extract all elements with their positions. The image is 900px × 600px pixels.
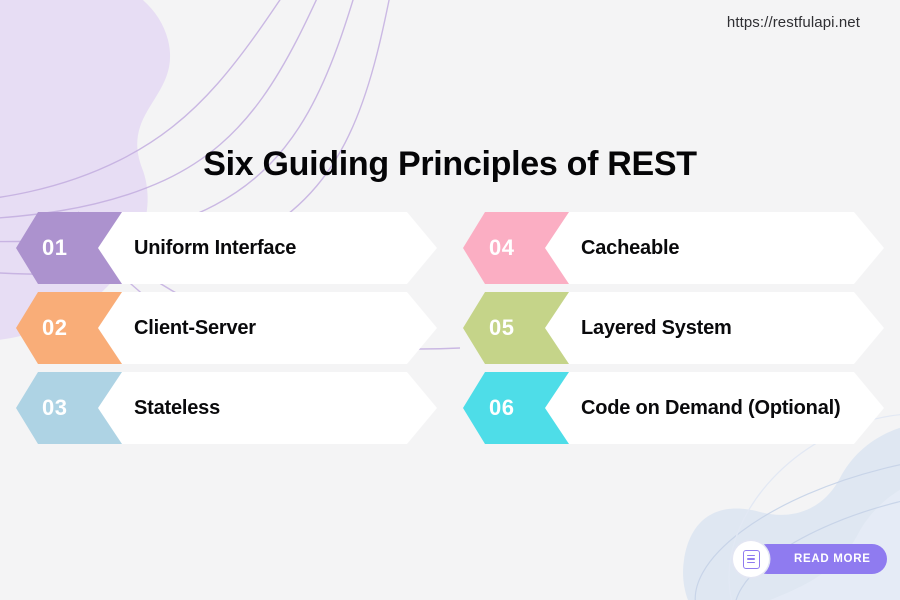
principle-label: Stateless: [134, 396, 221, 419]
principle-row[interactable]: 01 Uniform Interface: [16, 212, 437, 284]
principle-label: Layered System: [581, 316, 732, 339]
principle-number: 02: [42, 315, 68, 340]
principle-banner-01[interactable]: 01 Uniform Interface: [16, 212, 437, 284]
principle-number: 05: [489, 315, 515, 340]
banner-body: [507, 372, 884, 444]
principle-banner-03[interactable]: 03 Stateless: [16, 372, 437, 444]
list-line: [747, 561, 755, 564]
list-glyph: [742, 549, 760, 569]
read-more-label[interactable]: READ MORE: [752, 544, 887, 574]
list-line: [747, 554, 755, 557]
banner-body: [60, 212, 437, 284]
principle-row[interactable]: 04 Cacheable: [463, 212, 884, 284]
list-document-icon[interactable]: [733, 541, 769, 577]
banner-body: [507, 292, 884, 364]
list-line: [747, 558, 755, 560]
site-url: https://restfulapi.net: [726, 14, 860, 31]
banner-body: [507, 212, 884, 284]
principle-number: 01: [42, 235, 68, 260]
principle-banner-04[interactable]: 04 Cacheable: [463, 212, 884, 284]
page-title: Six Guiding Principles of REST: [203, 144, 697, 183]
principle-row[interactable]: 06 Code on Demand (Optional): [463, 372, 884, 444]
principle-row[interactable]: 03 Stateless: [16, 372, 437, 444]
principle-row[interactable]: 02 Client-Server: [16, 292, 437, 364]
principle-row[interactable]: 05 Layered System: [463, 292, 884, 364]
principle-number: 03: [42, 395, 68, 420]
principle-number-badge: 01: [16, 212, 122, 284]
banner-body: [60, 372, 437, 444]
principle-banner-06[interactable]: 06 Code on Demand (Optional): [463, 372, 884, 444]
principle-label: Uniform Interface: [134, 236, 297, 259]
principles-grid: 01 Uniform Interface 04 Cacheable 02 Cli…: [16, 212, 884, 452]
principle-number: 06: [489, 395, 515, 420]
principle-banner-02[interactable]: 02 Client-Server: [16, 292, 437, 364]
bottom-right-blob-2: [770, 489, 900, 600]
banner-body: [60, 292, 437, 364]
principle-label: Client-Server: [134, 316, 256, 339]
principle-label: Cacheable: [581, 236, 680, 259]
principle-number: 04: [489, 235, 515, 260]
principle-label: Code on Demand (Optional): [581, 396, 841, 419]
principle-banner-05[interactable]: 05 Layered System: [463, 292, 884, 364]
